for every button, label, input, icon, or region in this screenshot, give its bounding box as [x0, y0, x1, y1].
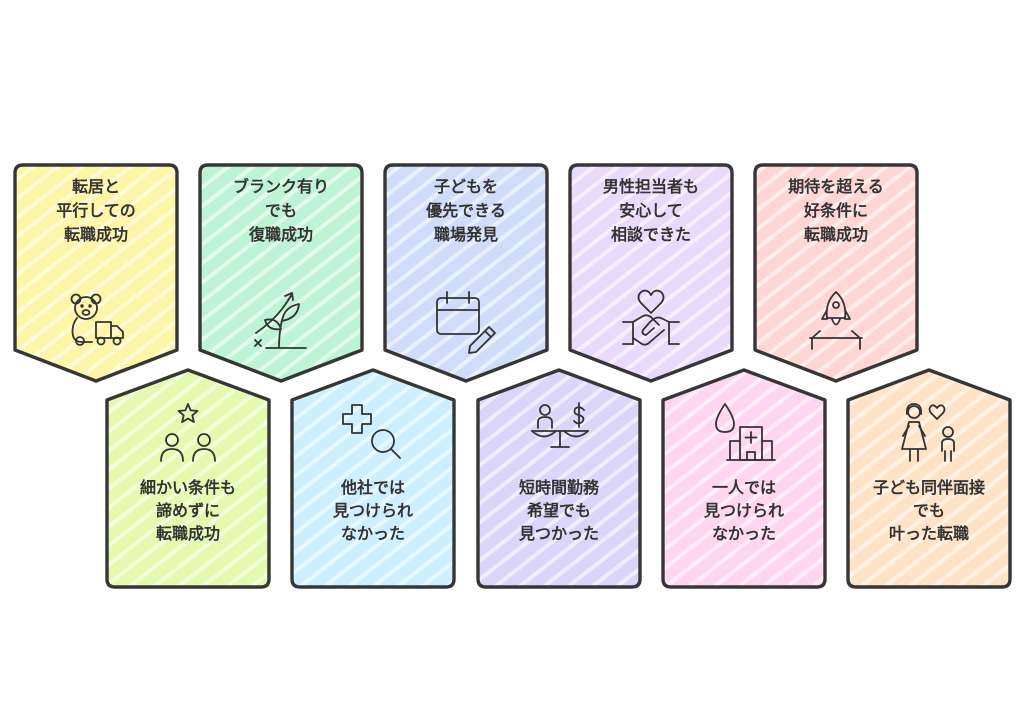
card-hatch	[478, 370, 640, 587]
card-hatch	[107, 370, 269, 587]
rocket-launch-icon	[809, 291, 863, 350]
card-short-hours-found: 短時間勤務 希望でも 見つかった	[476, 368, 642, 589]
card-text-line: 優先できる	[425, 201, 506, 220]
card-outline	[198, 163, 364, 383]
card-relocation-success: 転居と 平行しての 転職成功	[13, 163, 179, 383]
card-text-line: 職場発見	[434, 225, 498, 244]
card-not-found-elsewhere: 他社では 見つけられ なかった	[290, 368, 456, 589]
card-text-line: 叶った転職	[889, 524, 969, 543]
card-text-line: 復職成功	[248, 225, 313, 244]
growing-plant-icon	[254, 292, 307, 349]
card-detailed-conditions-success: 細かい条件も 諦めずに 転職成功	[105, 368, 271, 589]
card-hatch	[755, 165, 917, 381]
card-text-line: 短時間勤務	[519, 478, 600, 497]
card-text-line: 子ども同伴面接	[873, 478, 985, 497]
card-text-line: 期待を超える	[788, 177, 884, 196]
card-hatch	[15, 165, 177, 381]
card-hatch	[385, 165, 547, 381]
card-text-line: 見つかった	[518, 524, 599, 543]
card-text-line: 相談できた	[611, 225, 691, 244]
card-text-line: 好条件に	[803, 201, 868, 220]
card-text-line: 他社では	[340, 478, 405, 497]
card-hatch	[570, 165, 732, 381]
card-text-line: 一人では	[712, 478, 776, 497]
card-text-line: 希望でも	[527, 501, 591, 520]
card-text-line: 安心して	[619, 201, 683, 220]
balance-scale-dollar-icon	[531, 402, 589, 448]
star-people-icon	[160, 403, 216, 462]
card-male-advisor-consultation: 男性担当者も 安心して 相談できた	[568, 163, 734, 383]
card-hatch	[200, 165, 362, 381]
card-text-line: 転居と	[72, 177, 120, 196]
card-return-after-blank: ブランク有り でも 復職成功	[198, 163, 364, 383]
drop-hospital-icon	[715, 403, 776, 461]
card-text-line: 転職成功	[804, 225, 868, 244]
card-hatch	[848, 370, 1010, 587]
card-outline	[568, 163, 734, 383]
calendar-pencil-icon	[436, 291, 496, 354]
card-outline	[13, 163, 179, 383]
card-text-line: 見つけられ	[703, 501, 784, 520]
card-outline	[290, 368, 456, 589]
card-text-line: 平行しての	[56, 201, 136, 220]
heart-handshake-icon	[622, 289, 680, 346]
card-hatch	[292, 370, 454, 587]
card-text-line: なかった	[341, 524, 405, 543]
plus-magnifier-icon	[342, 404, 401, 459]
card-outline	[476, 368, 642, 589]
card-text-line: 子どもを	[434, 177, 498, 196]
card-text-line: でも	[913, 501, 945, 520]
card-text-line: ブランク有り	[233, 177, 329, 196]
card-text-line: 転職成功	[64, 225, 128, 244]
teddy-bear-truck-icon	[70, 293, 124, 346]
card-outline	[753, 163, 919, 383]
card-text-line: 男性担当者も	[603, 177, 699, 196]
card-text-line: 諦めずに	[156, 501, 220, 520]
card-text-line: 細かい条件も	[140, 478, 236, 497]
card-hatch	[663, 370, 825, 587]
card-outline	[383, 163, 549, 383]
card-text-line: でも	[265, 201, 297, 220]
card-outline	[105, 368, 271, 589]
mother-child-heart-icon	[901, 403, 955, 462]
card-not-found-alone: 一人では 見つけられ なかった	[661, 368, 827, 589]
card-text-line: なかった	[712, 524, 776, 543]
card-text-line: 見つけられ	[332, 501, 413, 520]
card-interview-with-child: 子ども同伴面接 でも 叶った転職	[846, 368, 1012, 589]
card-outline	[661, 368, 827, 589]
card-child-first-workplace: 子どもを 優先できる 職場発見	[383, 163, 549, 383]
card-text-line: 転職成功	[156, 524, 220, 543]
card-better-than-expected-offer: 期待を超える 好条件に 転職成功	[753, 163, 919, 383]
card-outline	[846, 368, 1012, 589]
